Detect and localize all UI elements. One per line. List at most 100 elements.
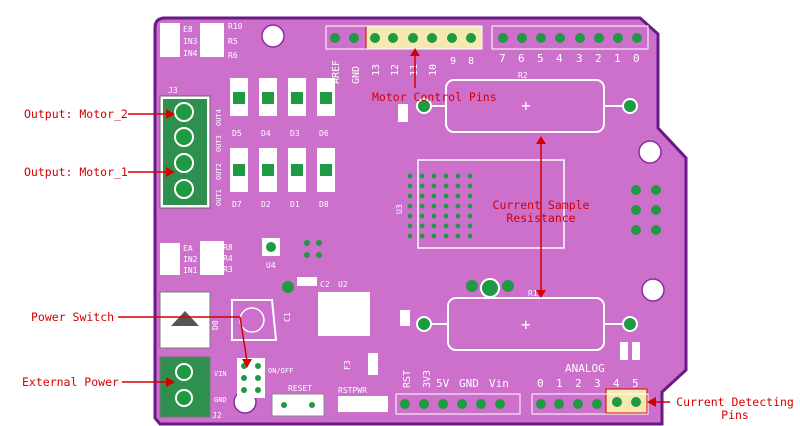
- label-c2: C2: [320, 280, 330, 289]
- via-dot: [419, 213, 425, 219]
- label-8: 8: [468, 56, 474, 67]
- via-dot: [455, 193, 461, 199]
- label-4: 4: [556, 52, 563, 65]
- via-dot: [443, 223, 449, 229]
- via-dot: [467, 193, 473, 199]
- label-j3: J3: [168, 86, 178, 95]
- callout-current-detecting-pins: Current Detecting Pins: [672, 396, 798, 422]
- small-component: [400, 310, 410, 326]
- label-vin-power: Vin: [489, 377, 509, 390]
- label-vin: VIN: [214, 370, 227, 378]
- icsp-header: [631, 185, 661, 235]
- label-a0: 0: [537, 377, 544, 390]
- label-d3: D3: [290, 129, 300, 138]
- svg-text:+: +: [521, 315, 531, 334]
- label-d6: D6: [319, 129, 329, 138]
- via-dot: [407, 233, 413, 239]
- via-dot: [419, 203, 425, 209]
- bottom-power-header: RST 3V3 5V GND Vin: [395, 370, 521, 415]
- top-left-resistor-block: E8 IN3 IN4 R10 R5 R6: [160, 22, 243, 60]
- callout-current-detecting-line2: Pins: [721, 408, 749, 422]
- analog-header: ANALOG 0 1 2 3 4 5: [531, 362, 649, 415]
- via-dot: [443, 173, 449, 179]
- mounting-hole: [641, 278, 665, 302]
- via-dot: [431, 223, 437, 229]
- label-9: 9: [450, 56, 456, 67]
- label-e8: E8: [183, 25, 193, 34]
- mid-left-resistor-block: EA IN2 IN1 R8 R4 R3: [160, 241, 233, 275]
- label-r10: R10: [228, 22, 243, 31]
- label-7: 7: [499, 52, 506, 65]
- label-gnd-small: GND: [214, 396, 227, 404]
- label-u3: U3: [395, 204, 404, 214]
- label-u2: U2: [338, 280, 348, 289]
- via-dot: [467, 183, 473, 189]
- label-r6: R6: [228, 51, 238, 60]
- driver-ic-u3: U3: [395, 159, 565, 249]
- label-a5: 5: [632, 377, 639, 390]
- label-d4: D4: [261, 129, 271, 138]
- power-switch-area: D0 C1 ON/OFF RESET: [159, 291, 325, 417]
- mounting-hole: [638, 140, 662, 164]
- via-dot: [419, 223, 425, 229]
- via-dot: [455, 233, 461, 239]
- label-d2: D2: [261, 200, 271, 209]
- label-in1: IN1: [183, 266, 198, 275]
- label-reset: RESET: [288, 384, 312, 393]
- sense-resistor-r1: + R1: [416, 289, 638, 351]
- label-rst: RST: [402, 370, 413, 388]
- label-r1: R1: [528, 289, 538, 298]
- label-5: 5: [537, 52, 544, 65]
- label-r8: R8: [223, 243, 233, 252]
- label-3: 3: [576, 52, 583, 65]
- via-dot: [443, 213, 449, 219]
- via-dot: [431, 213, 437, 219]
- label-on-off: ON/OFF: [268, 367, 293, 375]
- callout-output-motor-1: Output: Motor_1: [24, 165, 128, 179]
- via-dot: [431, 203, 437, 209]
- via-dot: [443, 233, 449, 239]
- via-dot: [419, 193, 425, 199]
- label-5v: 5V: [436, 377, 450, 390]
- label-a4: 4: [613, 377, 620, 390]
- label-r2: R2: [518, 71, 528, 80]
- label-c1: C1: [283, 312, 292, 322]
- via-dot: [407, 183, 413, 189]
- small-component: [632, 342, 640, 360]
- callout-external-power: External Power: [22, 375, 119, 389]
- via-dot: [419, 183, 425, 189]
- via-dot: [467, 233, 473, 239]
- label-in3: IN3: [183, 37, 198, 46]
- label-10: 10: [428, 64, 439, 76]
- via-dot: [431, 183, 437, 189]
- via-dot: [431, 173, 437, 179]
- label-d8: D8: [319, 200, 329, 209]
- label-ea: EA: [183, 244, 193, 253]
- analog-title: ANALOG: [565, 362, 605, 375]
- label-13: 13: [371, 64, 382, 76]
- callout-current-sample-resistance: Current Sample Resistance: [482, 199, 600, 225]
- label-r4: R4: [223, 254, 233, 263]
- label-out3: OUT3: [215, 135, 223, 152]
- via-dot: [467, 203, 473, 209]
- label-j2: J2: [212, 411, 222, 420]
- via-dot: [419, 233, 425, 239]
- label-in2: IN2: [183, 255, 198, 264]
- label-12: 12: [390, 64, 401, 76]
- label-out4: OUT4: [215, 109, 223, 126]
- motor-control-pins-highlight: [365, 25, 483, 50]
- label-out2: OUT2: [215, 163, 223, 180]
- label-a3: 3: [594, 377, 601, 390]
- label-d0: D0: [211, 320, 220, 330]
- label-gnd: GND: [351, 66, 362, 84]
- via-dot: [407, 173, 413, 179]
- top-header-right: 7 6 5 4 3 2 1 0: [491, 25, 649, 65]
- via-dot: [467, 223, 473, 229]
- via-dot: [455, 183, 461, 189]
- label-r3: R3: [223, 265, 233, 274]
- label-r5: R5: [228, 37, 238, 46]
- label-d1: D1: [290, 200, 300, 209]
- callout-power-switch: Power Switch: [31, 310, 115, 324]
- via-dot: [431, 233, 437, 239]
- diode-row-bottom: D7 D2 D1 D8: [230, 148, 335, 209]
